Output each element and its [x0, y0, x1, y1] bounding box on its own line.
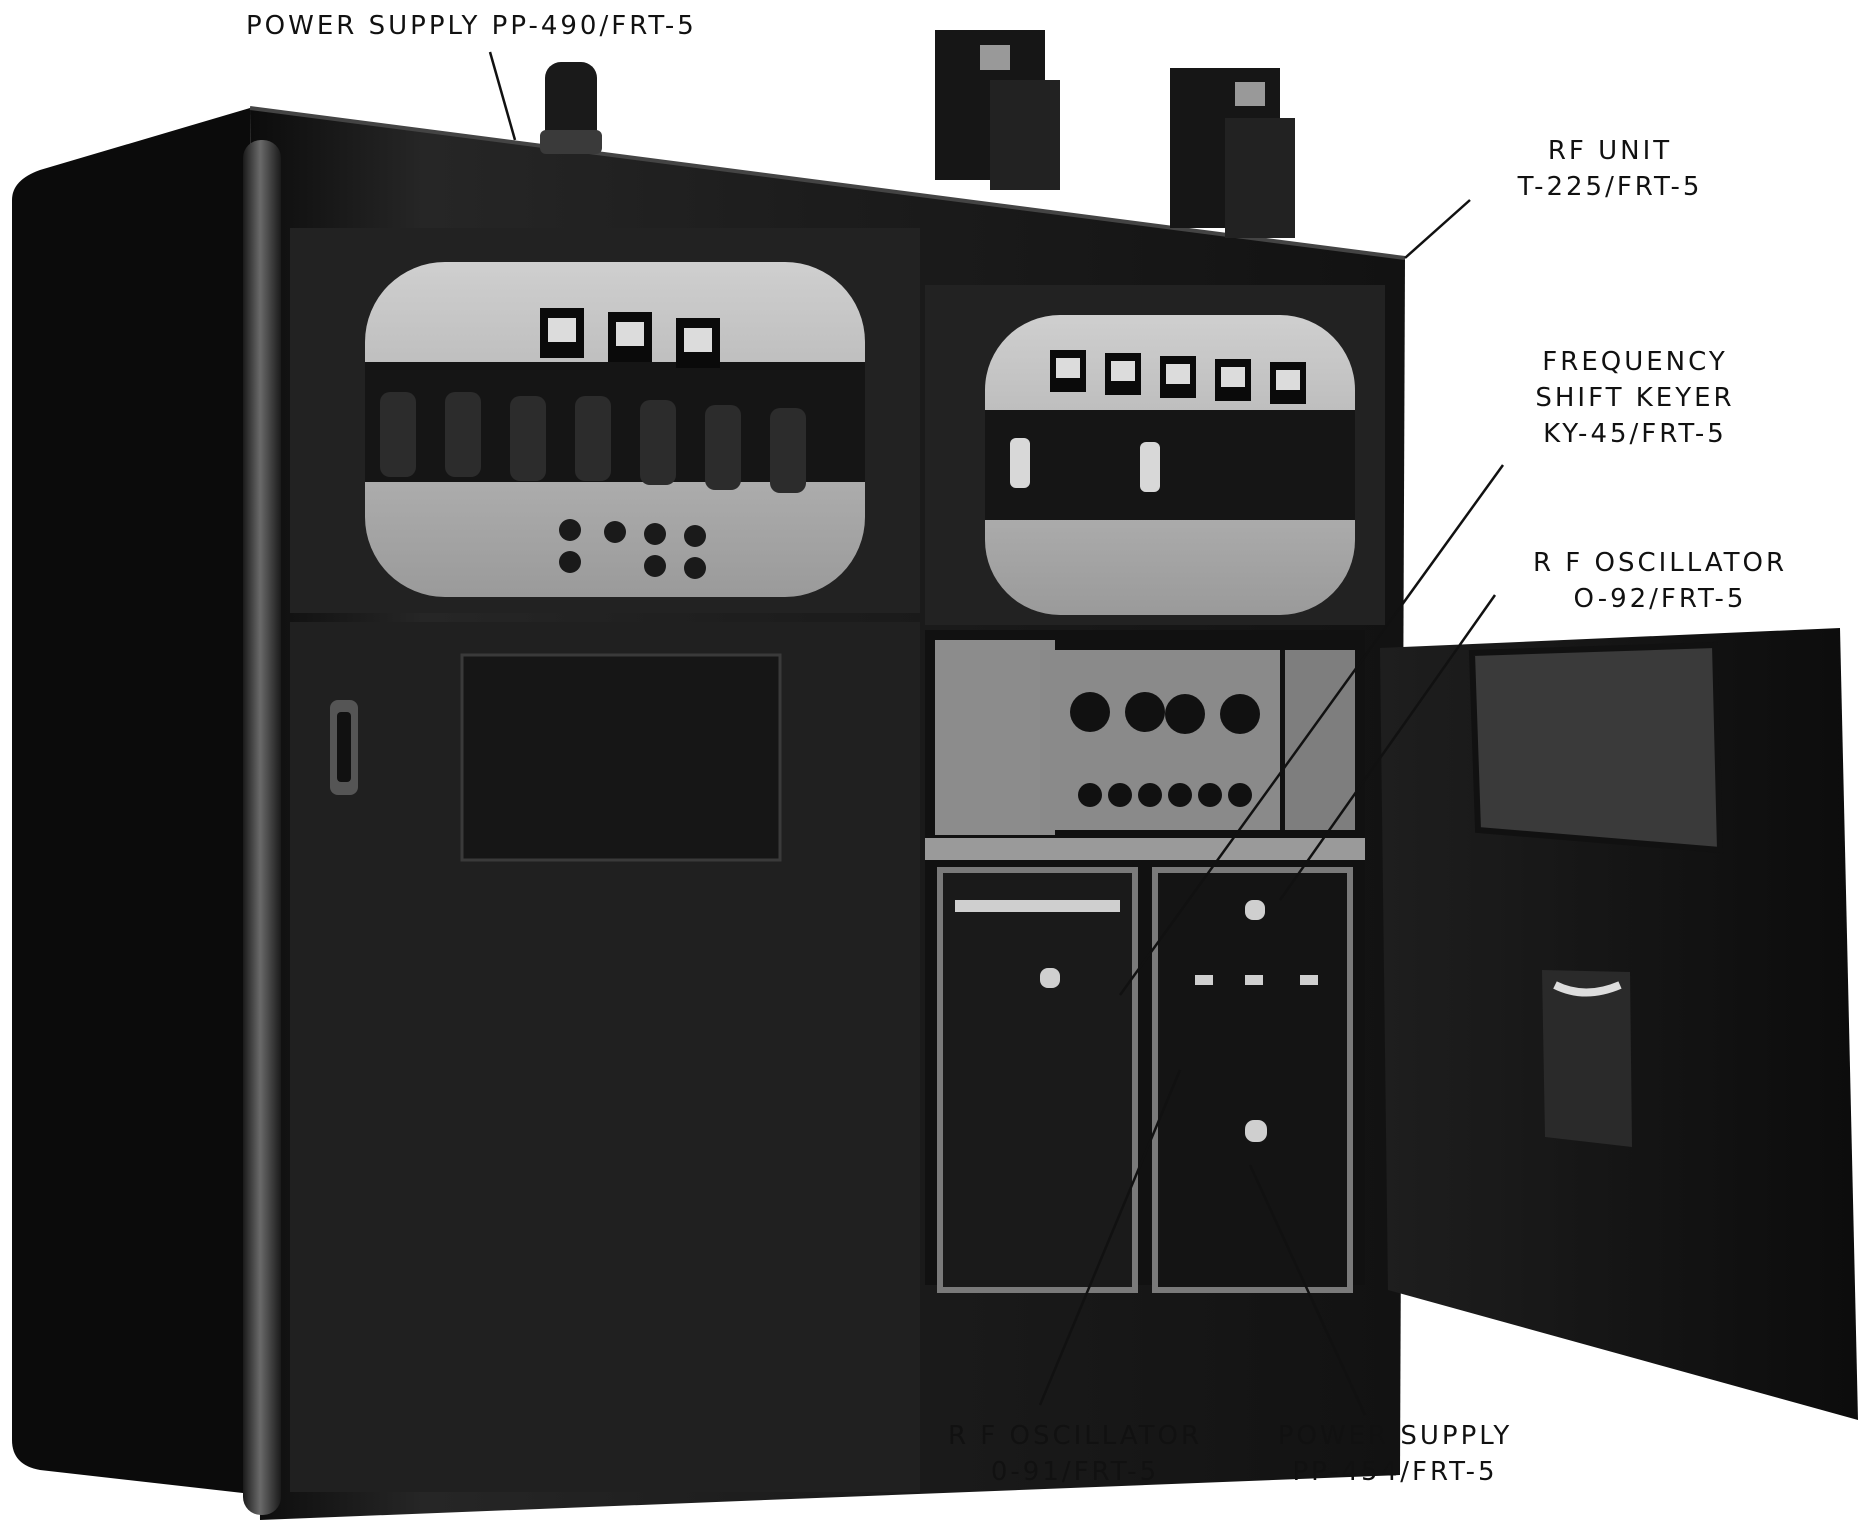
label-rf-osc-left-line2: 0-91/FRT-5 — [990, 1457, 1160, 1487]
label-power-supply-pp454: POWER SUPPLY PP-454/FRT-5 — [1225, 1418, 1565, 1490]
leader-lines — [488, 51, 1505, 1416]
label-rf-unit-line2: T-225/FRT-5 — [1517, 172, 1703, 202]
label-power-supply-pp454-line1: POWER SUPPLY — [1277, 1421, 1513, 1451]
upper-right-panel — [925, 285, 1385, 625]
upper-left-panel — [290, 228, 920, 613]
leader-rf-osc-left — [1038, 1069, 1182, 1406]
label-rf-oscillator-091: R F OSCILLATOR 0-91/FRT-5 — [885, 1418, 1265, 1490]
top-meter-box-right — [1170, 68, 1295, 238]
label-rf-osc-right-line2: O-92/FRT-5 — [1573, 584, 1747, 614]
lower-left-door — [290, 622, 920, 1492]
label-rf-oscillator-o92: R F OSCILLATOR O-92/FRT-5 — [1470, 545, 1850, 617]
label-power-supply-pp490-line1: POWER SUPPLY PP-490/FRT-5 — [246, 11, 697, 41]
label-rf-unit: RF UNIT T-225/FRT-5 — [1460, 133, 1760, 205]
top-meter-box-left — [935, 30, 1060, 190]
cabinet-side — [12, 108, 260, 1495]
open-door — [1380, 628, 1858, 1420]
leader-fsk — [1118, 464, 1505, 996]
label-fsk-line2: SHIFT KEYER — [1535, 383, 1735, 413]
label-frequency-shift-keyer: FREQUENCY SHIFT KEYER KY-45/FRT-5 — [1470, 344, 1800, 452]
label-rf-unit-line1: RF UNIT — [1547, 136, 1673, 166]
leader-rf-osc-right — [1278, 594, 1497, 901]
label-fsk-line3: KY-45/FRT-5 — [1543, 419, 1727, 449]
label-power-supply-pp454-line2: PP-454/FRT-5 — [1292, 1457, 1498, 1487]
leader-power-supply-top — [488, 51, 517, 141]
label-fsk-line1: FREQUENCY — [1542, 347, 1728, 377]
label-rf-osc-right-line1: R F OSCILLATOR — [1532, 548, 1788, 578]
leader-rf-unit — [1404, 199, 1471, 259]
center-equipment-bay — [925, 630, 1365, 1293]
label-power-supply-pp490: POWER SUPPLY PP-490/FRT-5 — [246, 8, 697, 44]
leader-power-supply-bottom — [1248, 1164, 1367, 1416]
top-power-supply-cap — [540, 62, 602, 154]
label-rf-osc-left-line1: R F OSCILLATOR — [947, 1421, 1203, 1451]
